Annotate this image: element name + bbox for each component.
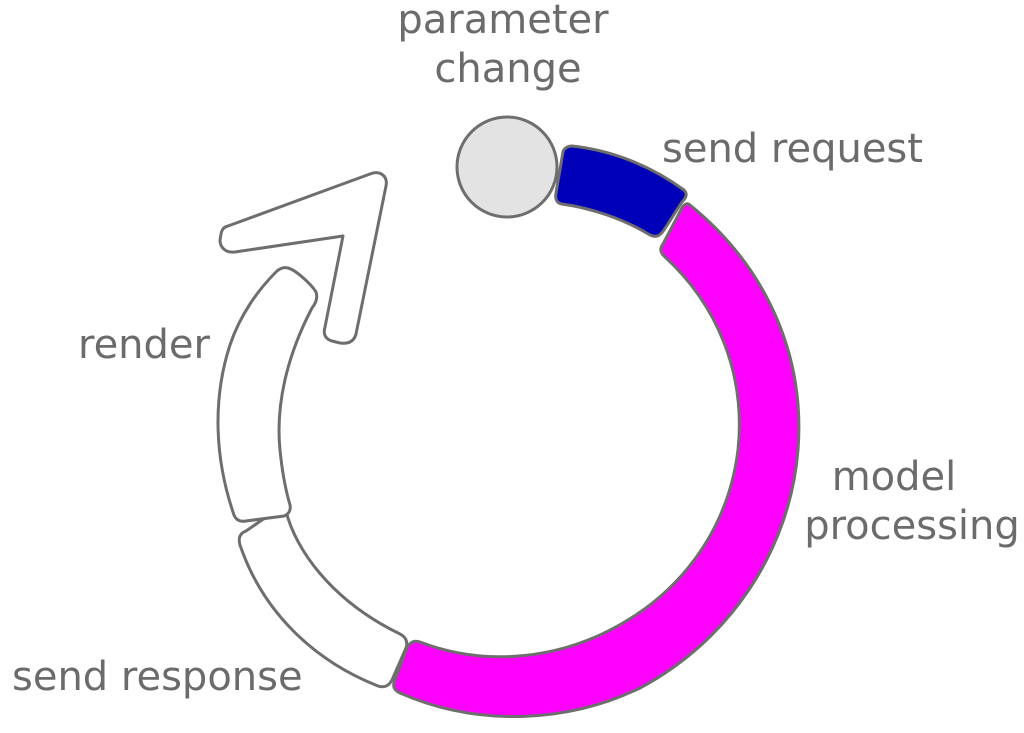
model-processing-segment xyxy=(392,202,801,718)
send-response-label: send response xyxy=(12,654,303,700)
model-processing-label-line1: model xyxy=(832,454,957,500)
render-arrow-head xyxy=(218,171,388,345)
parameter-change-label-line2: change xyxy=(434,46,581,92)
render-segment xyxy=(216,266,319,523)
send-request-label: send request xyxy=(662,126,923,172)
render-label: render xyxy=(78,322,211,368)
parameter-change-node xyxy=(455,115,559,219)
send-request-segment xyxy=(554,144,688,238)
send-response-segment xyxy=(237,506,409,689)
model-processing-label-line2: processing xyxy=(804,503,1020,549)
parameter-change-label-line1: parameter xyxy=(397,0,609,43)
